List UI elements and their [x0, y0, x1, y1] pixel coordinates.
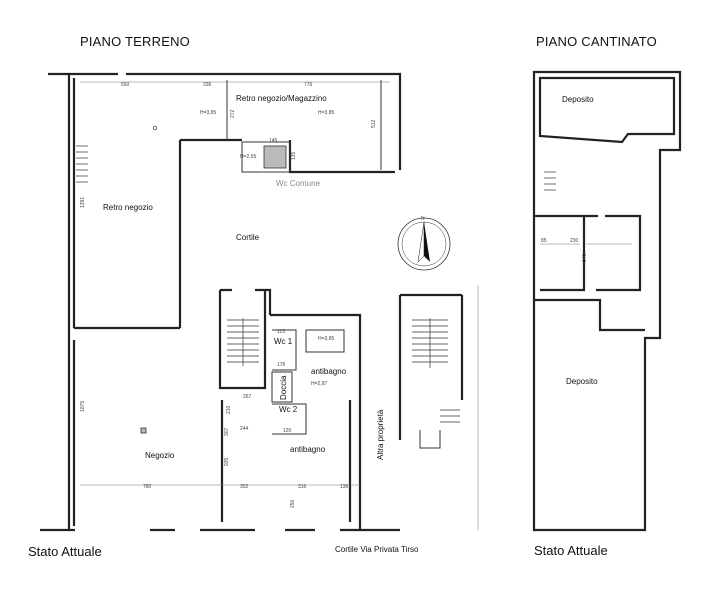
- dim-120: 120: [283, 428, 292, 434]
- room-antibagno-2: antibagno: [290, 445, 326, 454]
- dim-267: 267: [243, 394, 252, 400]
- north-compass: [397, 217, 451, 271]
- dim-336: 336: [203, 82, 212, 88]
- dim-780: 780: [143, 484, 152, 490]
- stairs-right: [412, 318, 460, 423]
- height-2: H=3,85: [318, 110, 334, 116]
- dim-550: 550: [121, 82, 130, 88]
- status-label-right: Stato Attuale: [534, 543, 608, 558]
- dim-244: 244: [240, 426, 249, 432]
- basement-plan: [532, 70, 682, 532]
- dim-776: 776: [304, 82, 313, 88]
- room-deposito-main: Deposito: [566, 377, 598, 386]
- dim-230: 230: [570, 238, 579, 244]
- compass-n: N: [421, 216, 425, 222]
- room-wc1: Wc 1: [274, 337, 293, 346]
- basement-title: PIANO CANTINATO: [536, 34, 657, 49]
- label-wc-comune: Wc Comune: [276, 179, 321, 188]
- dim-136: 136: [340, 484, 349, 490]
- status-label-left: Stato Attuale: [28, 544, 102, 559]
- room-retro-magazzino: Retro negozio/Magazzino: [236, 94, 327, 103]
- dim-302: 302: [240, 484, 249, 490]
- wc-comune-hatch: [263, 145, 287, 169]
- room-doccia: Doccia: [279, 375, 288, 400]
- dim-135: 135: [291, 151, 297, 160]
- room-wc2: Wc 2: [279, 405, 298, 414]
- label-cortile-via: Cortile Via Privata Tirso: [335, 545, 419, 554]
- dim-113: 113: [277, 329, 285, 335]
- dim-145: 145: [269, 138, 278, 144]
- dim-307: 307: [224, 427, 230, 436]
- room-deposito-top: Deposito: [562, 95, 594, 104]
- pillar: [140, 427, 147, 434]
- dim-210: 210: [226, 405, 232, 414]
- dim-1391: 1391: [80, 197, 86, 208]
- ground-floor-plan: [40, 72, 479, 532]
- dim-512: 512: [371, 119, 377, 128]
- dim-1075: 1075: [80, 401, 86, 412]
- dim-176: 176: [277, 362, 286, 368]
- stairs-basement: [544, 171, 556, 191]
- stairs-central: [227, 318, 259, 366]
- label-altra-proprieta: Altra proprietà: [376, 409, 385, 460]
- height-1: H=3,85: [200, 110, 216, 116]
- dim-85: 85: [541, 238, 547, 244]
- height-4: H=2,87: [311, 381, 327, 387]
- room-negozio: Negozio: [145, 451, 175, 460]
- ground-floor-title: PIANO TERRENO: [80, 34, 190, 49]
- dim-272: 272: [230, 109, 236, 118]
- dim-935: 935: [224, 457, 230, 466]
- room-retro-negozio: Retro negozio: [103, 203, 153, 212]
- dim-340: 340: [582, 253, 588, 262]
- dim-250: 250: [290, 499, 296, 508]
- room-antibagno-1: antibagno: [311, 367, 347, 376]
- stairs-left: [76, 145, 88, 183]
- height-3: H=2,55: [240, 154, 256, 160]
- height-5: H=3,85: [318, 336, 334, 342]
- room-cortile: Cortile: [236, 233, 260, 242]
- dim-316: 316: [298, 484, 307, 490]
